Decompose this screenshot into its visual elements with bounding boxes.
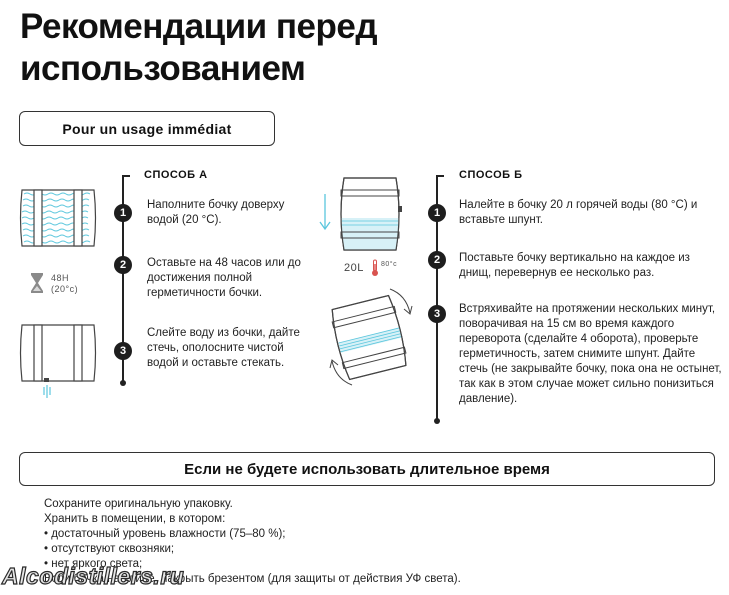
storage-line: Сохраните оригинальную упаковку. [44,498,233,510]
thermometer-icon [372,259,378,276]
step-number: 1 [114,204,132,222]
method-b-step-2: Поставьте бочку вертикально на каждое из… [459,252,690,279]
storage-line: • достаточный уровень влажности (75–80 %… [44,528,286,540]
barrel-draining-illustration [19,324,97,398]
immediate-use-heading: Pour un usage immédiat [19,111,275,146]
storage-line: • нет яркого света; [44,558,143,570]
down-arrow-icon [319,194,331,231]
long-term-storage-heading: Если не будете использовать длительное в… [19,452,715,486]
barrel-upright-illustration [340,177,402,251]
method-b-step-1: Налейте в бочку 20 л горячей воды (80 °C… [459,199,698,226]
volume-label: 20L [344,262,364,274]
step-number: 3 [114,342,132,360]
step-number: 3 [428,305,446,323]
method-a-timeline [122,175,124,383]
barrel-rotating-illustration [329,288,413,386]
storage-line: Хранить в помещении, в котором: [44,513,226,525]
method-a-step-1: Наполните бочку доверху водой (20 °C). [147,199,285,226]
temperature-label: 80°c [381,261,398,268]
method-b-step-3: Встряхивайте на протяжении нескольких ми… [459,303,722,405]
storage-line: Если бочка на улице, накрыть брезентом (… [44,573,461,585]
method-b-timeline [436,175,438,421]
page-title: Рекомендации перед использованием [20,7,378,88]
watermark: Alcodistillers.ru [1,562,185,589]
hourglass-temp-label: (20°c) [51,284,79,294]
timeline-end-dot [433,418,440,424]
storage-instructions: Сохраните оригинальную упаковку. Хранить… [44,497,704,587]
hourglass-icon [31,273,43,293]
storage-line: • отсутствуют сквозняки; [44,543,175,555]
step-number: 2 [114,256,132,274]
method-a-step-2: Оставьте на 48 часов или до достижения п… [147,257,301,299]
step-number: 2 [428,251,446,269]
hourglass-time-label: 48H [51,273,70,283]
barrel-full-illustration [19,189,97,247]
method-a-label: СПОСОБ А [144,169,208,181]
method-a-step-3: Слейте воду из бочки, дайте стечь, ополо… [147,327,300,369]
step-number: 1 [428,204,446,222]
method-b-label: СПОСОБ Б [459,169,523,181]
timeline-end-dot [119,380,126,386]
